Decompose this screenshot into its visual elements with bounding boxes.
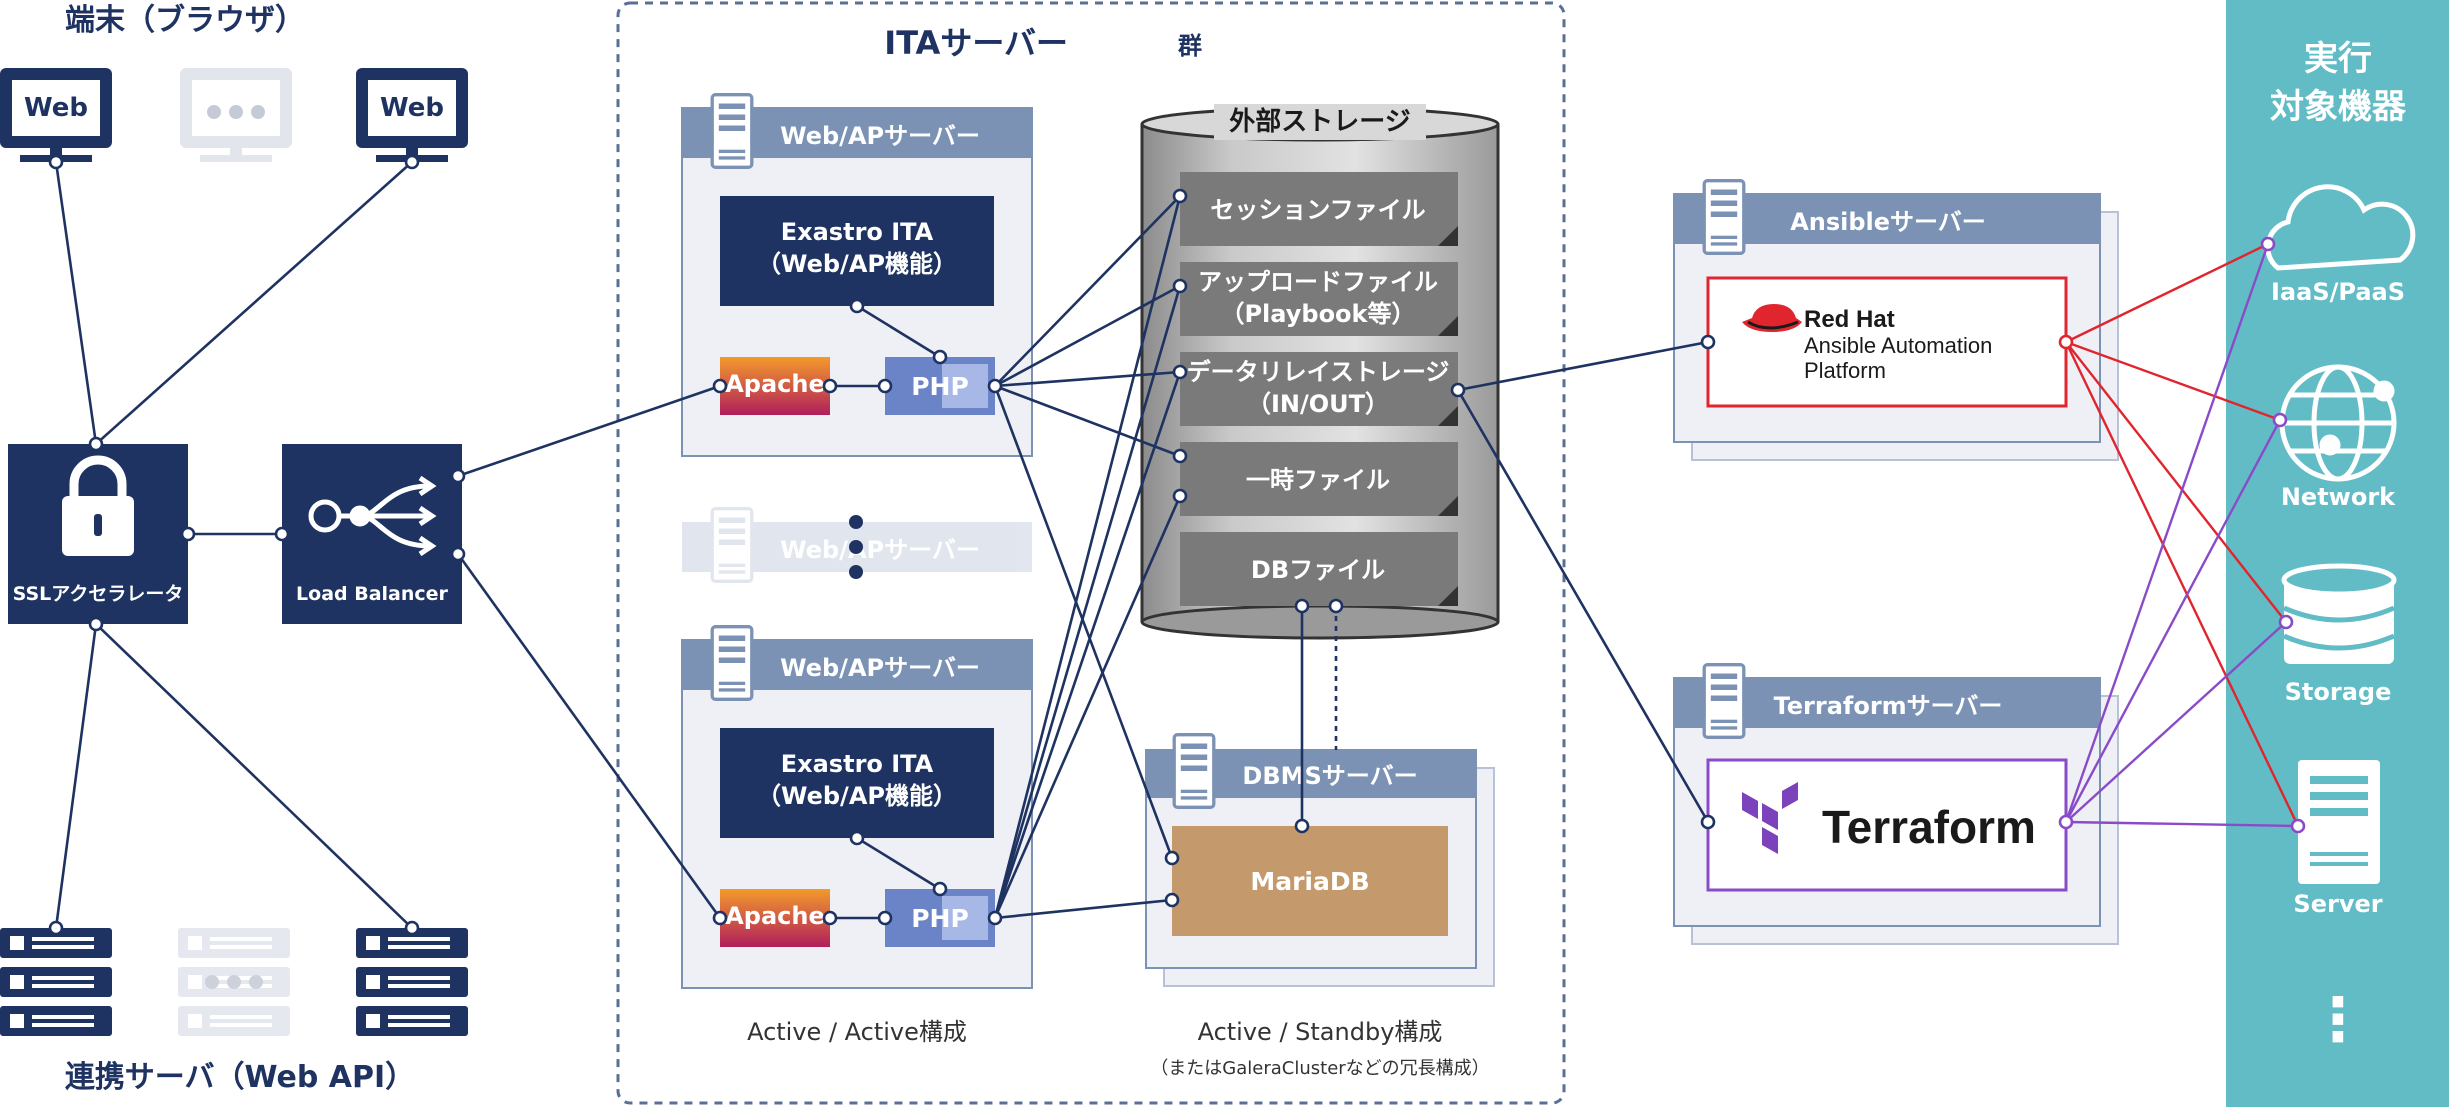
ita-group-frame xyxy=(616,1,1566,1105)
server-icon xyxy=(1172,733,1216,809)
svg-text:Apache: Apache xyxy=(725,902,825,930)
web-browser-monitor-1: Web xyxy=(0,68,112,162)
api-servers-title: 連携サーバ（Web API） xyxy=(65,1060,415,1095)
svg-text:Load Balancer: Load Balancer xyxy=(296,583,449,605)
dbms-server: DBMSサーバー MariaDB xyxy=(1145,733,1495,987)
webap-server-2: Web/APサーバー Exastro ITA （Web/AP機能） Apache… xyxy=(681,625,1033,989)
server-icon xyxy=(2298,760,2380,884)
svg-text:（Web/AP機能）: （Web/AP機能） xyxy=(757,250,957,278)
svg-text:Exastro ITA: Exastro ITA xyxy=(781,218,934,246)
svg-text:データリレイストレージ: データリレイストレージ xyxy=(1187,358,1450,386)
storage-item-db: DBファイル xyxy=(1180,532,1458,606)
ansible-server: Ansibleサーバー Red Hat Ansible Automation P… xyxy=(1673,179,2119,461)
svg-text:DBファイル: DBファイル xyxy=(1251,556,1385,584)
storage-item-temp: 一時ファイル xyxy=(1180,442,1458,516)
caption-standby-note: （またはGaleraClusterなどの冗長構成） xyxy=(1150,1058,1489,1079)
api-server-faded xyxy=(178,928,290,1036)
api-server-1 xyxy=(0,928,112,1036)
web-browser-monitor-2: Web xyxy=(356,68,468,162)
svg-text:Ansibleサーバー: Ansibleサーバー xyxy=(1790,208,1986,236)
server-icon xyxy=(710,625,754,701)
load-balancer-icon xyxy=(308,475,437,557)
svg-text:Red Hat: Red Hat xyxy=(1804,306,1895,333)
svg-text:Web/APサーバー: Web/APサーバー xyxy=(780,654,980,682)
svg-text:IaaS/PaaS: IaaS/PaaS xyxy=(2271,278,2405,306)
svg-text:一時ファイル: 一時ファイル xyxy=(1246,466,1390,494)
caption-active-active: Active / Active構成 xyxy=(747,1018,967,1046)
mariadb-box xyxy=(1172,826,1448,936)
svg-text:PHP: PHP xyxy=(911,904,969,933)
exastro-ita-box xyxy=(720,196,994,306)
svg-text:SSLアクセラレータ: SSLアクセラレータ xyxy=(13,583,184,605)
svg-text:Web: Web xyxy=(380,93,444,123)
webap-server-faded: Web/APサーバー xyxy=(682,507,1032,583)
svg-text:アップロードファイル: アップロードファイル xyxy=(1198,268,1438,296)
svg-text:Apache: Apache xyxy=(725,370,825,398)
ita-group-title: ITAサーバー xyxy=(884,24,1068,62)
exastro-ita-box xyxy=(720,728,994,838)
terminals-title: 端末（ブラウザ） xyxy=(65,3,305,38)
svg-text:対象機器: 対象機器 xyxy=(2270,87,2407,127)
svg-text:（Web/AP機能）: （Web/AP機能） xyxy=(757,782,957,810)
svg-text:セッションファイル: セッションファイル xyxy=(1210,196,1425,224)
svg-text:PHP: PHP xyxy=(911,372,969,401)
svg-text:Web/APサーバー: Web/APサーバー xyxy=(780,122,980,150)
api-server-2 xyxy=(356,928,468,1036)
red-hat-icon xyxy=(1742,304,1802,332)
svg-text:（Playbook等）: （Playbook等） xyxy=(1220,300,1415,328)
webap-server-1: Web/APサーバー Exastro ITA （Web/AP機能） Apache… xyxy=(681,93,1033,457)
lock-icon xyxy=(62,455,134,556)
svg-text:Platform: Platform xyxy=(1804,358,1886,383)
caption-active-standby: Active / Standby構成 xyxy=(1198,1018,1443,1046)
svg-text:Web: Web xyxy=(24,93,88,123)
svg-text:DBMSサーバー: DBMSサーバー xyxy=(1242,762,1417,790)
network-globe-icon xyxy=(2279,364,2397,482)
external-storage: 外部ストレージ セッションファイル アップロードファイル （Playbook等）… xyxy=(1140,104,1500,640)
terraform-server: Terraformサーバー Terraform xyxy=(1673,663,2119,945)
svg-text:Terraformサーバー: Terraformサーバー xyxy=(1774,692,2003,720)
svg-text:（IN/OUT）: （IN/OUT） xyxy=(1247,390,1389,418)
web-browser-monitor-faded xyxy=(180,68,292,162)
storage-item-upload: アップロードファイル （Playbook等） xyxy=(1180,262,1458,336)
svg-text:Exastro ITA: Exastro ITA xyxy=(781,750,934,778)
ita-group-title-suffix: 群 xyxy=(1178,32,1202,60)
terraform-logo-icon xyxy=(1742,782,1798,854)
vertical-ellipsis-icon xyxy=(849,515,863,579)
apache-badge xyxy=(720,357,830,415)
svg-text:Ansible Automation: Ansible Automation xyxy=(1804,333,1992,358)
storage-item-relay: データリレイストレージ （IN/OUT） xyxy=(1180,352,1458,426)
svg-text:実行: 実行 xyxy=(2304,39,2372,79)
storage-item-session: セッションファイル xyxy=(1180,172,1458,246)
connectors xyxy=(48,154,2306,936)
apache-badge xyxy=(720,889,830,947)
storage-title: 外部ストレージ xyxy=(1229,106,1410,136)
cloud-icon xyxy=(2265,184,2416,271)
svg-text:MariaDB: MariaDB xyxy=(1250,867,1369,896)
svg-text:Web/APサーバー: Web/APサーバー xyxy=(780,536,980,564)
svg-text:Terraform: Terraform xyxy=(1822,801,2036,853)
target-devices-panel: 実行 対象機器 IaaS/PaaS Network Storage xyxy=(2226,0,2449,1107)
ssl-accelerator: SSLアクセラレータ xyxy=(8,444,188,624)
server-icon xyxy=(710,93,754,169)
svg-text:Network: Network xyxy=(2281,483,2396,511)
server-icon xyxy=(1702,663,1746,739)
svg-text:Server: Server xyxy=(2293,890,2382,918)
more-targets-ellipsis: ⋮ xyxy=(2308,985,2368,1055)
load-balancer: Load Balancer xyxy=(282,444,462,624)
server-icon xyxy=(1702,179,1746,255)
storage-icon xyxy=(2281,563,2397,664)
svg-text:Storage: Storage xyxy=(2285,678,2392,706)
